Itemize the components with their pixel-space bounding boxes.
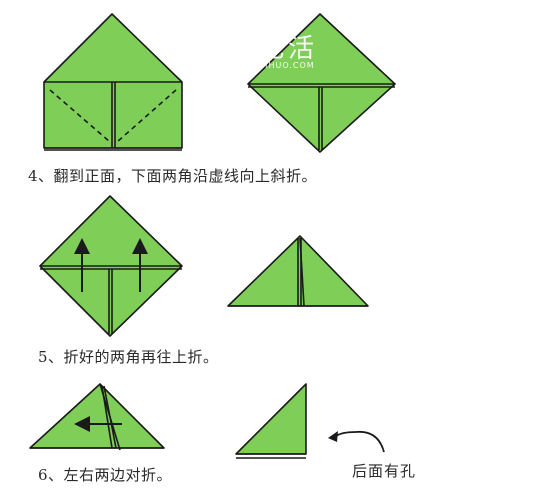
curved-arrow-icon — [328, 430, 385, 453]
figure-diamond-arrows — [39, 195, 183, 337]
figure-triangle-folding — [29, 383, 165, 451]
watermark-title: 手艺活 — [230, 34, 318, 64]
step-6-instruction: 6、左右两边对折。 — [38, 464, 172, 485]
figure-diamond — [247, 13, 396, 153]
watermark-domain: SHOUYIHUO.COM — [232, 61, 315, 70]
step-number: 4、 — [28, 167, 54, 185]
step-5-instruction: 5、折好的两角再往上折。 — [38, 346, 219, 367]
step-number: 5、 — [38, 348, 64, 366]
step-text: 折好的两角再往上折。 — [63, 348, 219, 366]
step-text: 翻到正面，下面两角沿虚线向上斜折。 — [53, 167, 318, 185]
figure-right-triangle — [235, 383, 307, 459]
step-number: 6、 — [38, 466, 64, 484]
figure-triangle — [227, 235, 369, 307]
figure-house-dashed — [43, 13, 183, 151]
hole-note: 后面有孔 — [352, 462, 417, 480]
step-text: 左右两边对折。 — [63, 466, 173, 484]
step-4-instruction: 4、翻到正面，下面两角沿虚线向上斜折。 — [28, 165, 317, 186]
